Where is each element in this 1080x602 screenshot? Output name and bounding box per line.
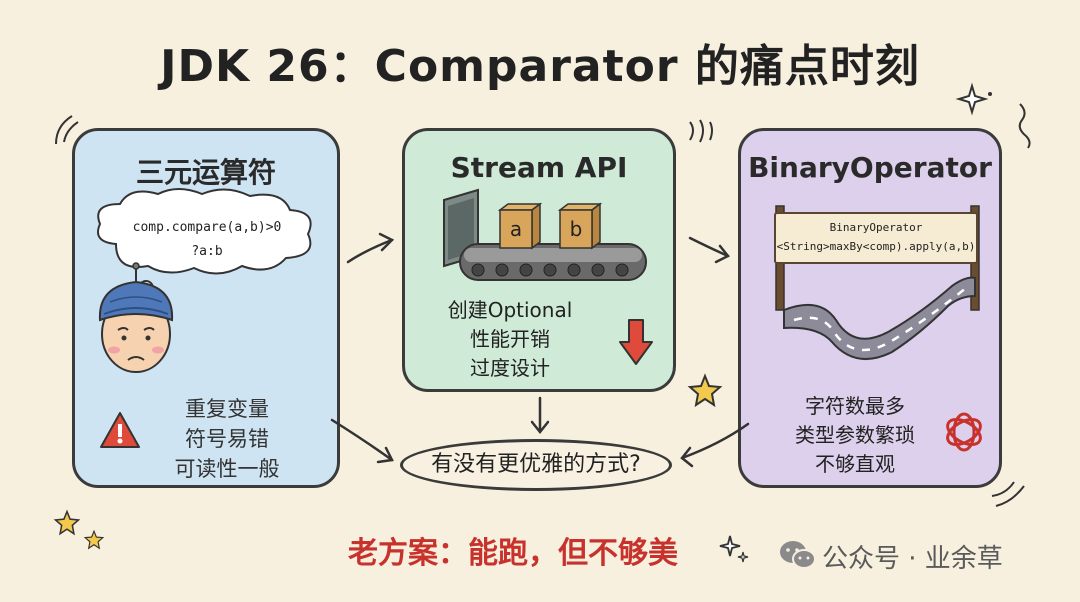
watermark: 公众号 · 业余草: [778, 534, 1058, 574]
stream-issue: 性能开销: [470, 327, 550, 351]
signpost-icon: BinaryOperator <String>maxBy<comp).apply…: [774, 212, 978, 264]
bottom-caption: 老方案：能跑，但不够美: [348, 536, 678, 571]
sign-line2: <String>maxBy<comp).apply(a,b): [776, 240, 976, 253]
motion-lines-decoration: [55, 115, 79, 145]
binary-operator-panel-title: BinaryOperator: [748, 151, 992, 184]
arrow-binary-to-question: [680, 422, 750, 460]
stream-issues: 创建Optional 性能开销 过度设计: [410, 296, 610, 383]
down-arrow-icon: [619, 319, 653, 365]
squiggle-decoration: [689, 119, 713, 143]
box-a-label: a: [510, 217, 522, 241]
ternary-issue: 可读性一般: [174, 457, 280, 481]
binary-issue: 字符数最多: [805, 394, 905, 418]
binary-issue: 类型参数繁琐: [795, 423, 915, 447]
stream-issue: 创建Optional: [447, 298, 573, 322]
box-b: b: [557, 202, 603, 250]
warning-icon: [100, 412, 140, 448]
binary-issue: 不够直观: [815, 452, 895, 476]
sparkle-icon: [719, 535, 749, 563]
conveyor-belt-icon: a b: [443, 188, 647, 281]
star-icon: [53, 509, 81, 536]
binary-operator-issues: 字符数最多 类型参数繁琐 不够直观: [770, 392, 940, 479]
stream-issue: 过度设计: [470, 356, 550, 380]
ternary-issue: 符号易错: [185, 427, 269, 451]
page-title: JDK 26：Comparator 的痛点时刻: [160, 41, 920, 92]
ternary-issue: 重复变量: [185, 397, 269, 421]
arrow-stream-to-binary: [688, 236, 730, 258]
ternary-code-line2: ?a:b: [191, 244, 223, 259]
watermark-text: 公众号 · 业余草: [822, 544, 1003, 574]
ternary-panel-title: 三元运算符: [135, 156, 276, 189]
star-icon: [687, 373, 723, 408]
question-bubble: 有没有更优雅的方式?: [400, 439, 672, 491]
ternary-code-line1: comp.compare(a,b)>0: [132, 220, 282, 235]
sign-line1: BinaryOperator: [829, 221, 923, 234]
stream-panel-title: Stream API: [450, 151, 628, 184]
wechat-icon: [780, 541, 816, 569]
arrow-ternary-to-question: [330, 418, 394, 462]
squiggle-decoration: [1018, 103, 1031, 149]
worried-person-icon: [98, 262, 174, 373]
sparkle-icon: [955, 82, 992, 116]
star-icon: [83, 529, 105, 550]
motion-lines-decoration: [991, 481, 1025, 507]
ternary-issues: 重复变量 符号易错 可读性一般: [152, 394, 302, 484]
arrow-ternary-to-stream: [346, 238, 394, 264]
box-a: a: [497, 202, 543, 250]
tangled-knot-icon: [946, 412, 982, 452]
box-b-label: b: [570, 217, 583, 241]
